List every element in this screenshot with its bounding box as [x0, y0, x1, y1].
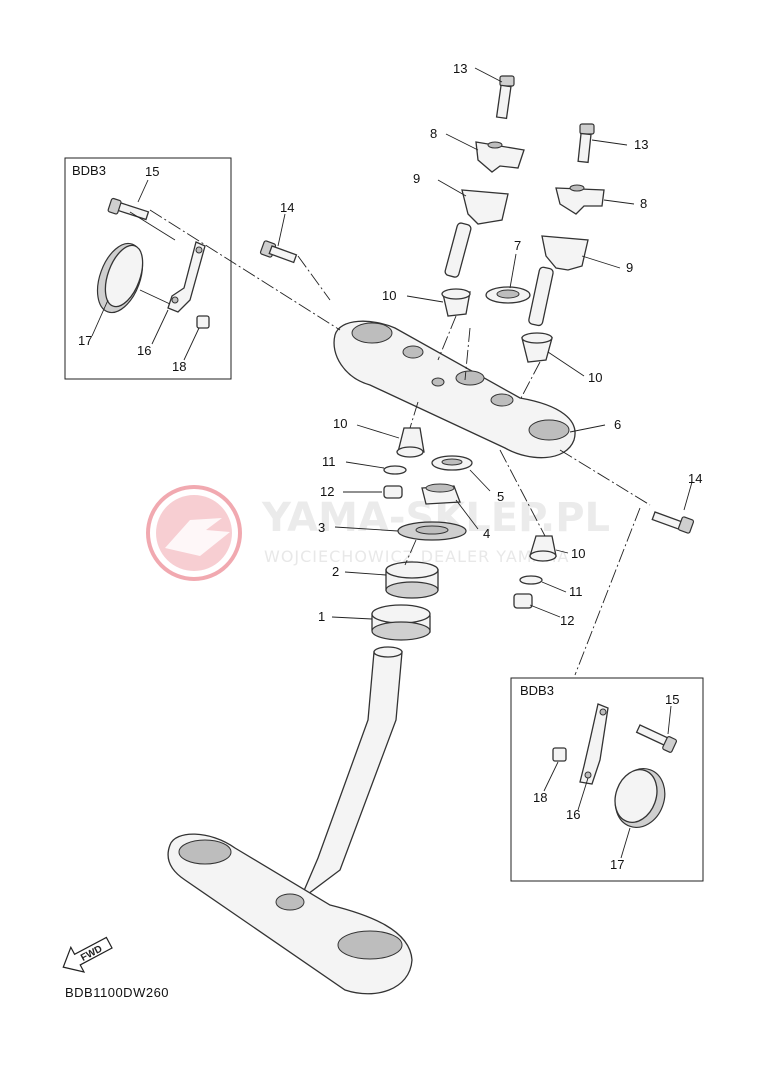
label-3: 3: [318, 520, 325, 535]
label-9: 9: [413, 171, 420, 186]
bolt-13-part: [577, 123, 595, 164]
label-17: 17: [78, 333, 92, 348]
washer-7-part: [485, 286, 531, 304]
nut-18-part: [196, 315, 210, 329]
bolt-14-part: [651, 511, 695, 534]
washer-11-part: [383, 465, 407, 475]
inset-box-top-left: BDB3: [64, 157, 232, 380]
steering-stem-part: [298, 646, 403, 902]
washer-3-part: [397, 521, 467, 541]
part-labels: 13 8 9 13 8 9 7 10 10 6 10 11 12 5 4 3 1…: [78, 61, 702, 872]
nut-18-part: [552, 747, 567, 762]
label-5: 5: [497, 489, 504, 504]
label-15: 15: [665, 692, 679, 707]
watermark: YAMA-SKLEP.PL WOJCIECHOWICZ DEALER YAMAH…: [146, 485, 610, 581]
label-18: 18: [172, 359, 186, 374]
nut-4-part: [421, 483, 461, 505]
label-11: 11: [322, 454, 336, 469]
label-10: 10: [571, 546, 585, 561]
label-18: 18: [533, 790, 547, 805]
label-14: 14: [280, 200, 294, 215]
inset-box-title: BDB3: [72, 163, 106, 178]
drawing-code: BDB1100DW260: [65, 985, 169, 1000]
handlebar-holder-8-part: [555, 184, 605, 215]
label-2: 2: [332, 564, 339, 579]
bushing-10-part: [441, 288, 471, 317]
cover-plate-17-part: [96, 242, 144, 314]
bolt-14-part: [259, 240, 298, 264]
label-1: 1: [318, 609, 325, 624]
cover-plate-17-part: [614, 768, 666, 828]
handlebar-holder-8-part: [475, 141, 525, 173]
lower-bracket-part: [167, 833, 413, 995]
label-13: 13: [453, 61, 467, 76]
nut-12-part: [383, 485, 403, 499]
bearing-2-part: [385, 561, 439, 599]
label-15: 15: [145, 164, 159, 179]
fwd-arrow-icon: FWD: [62, 936, 113, 973]
label-6: 6: [614, 417, 621, 432]
upper-bracket-6-part: [333, 320, 576, 459]
bushing-10-part: [529, 535, 557, 562]
label-16: 16: [137, 343, 151, 358]
nut-12-part: [513, 593, 533, 609]
bracket-16-part: [579, 703, 609, 785]
handlebar-holder-9-part: [444, 189, 509, 278]
washer-5-part: [431, 455, 473, 471]
bracket-16-part: [167, 241, 206, 313]
label-13: 13: [634, 137, 648, 152]
fwd-label: FWD: [79, 944, 104, 964]
label-8: 8: [640, 196, 647, 211]
label-12: 12: [320, 484, 334, 499]
label-10: 10: [333, 416, 347, 431]
label-11: 11: [569, 584, 583, 599]
label-14: 14: [688, 471, 702, 486]
label-4: 4: [483, 526, 490, 541]
label-17: 17: [610, 857, 624, 872]
bolt-15-part: [635, 724, 678, 753]
label-8: 8: [430, 126, 437, 141]
bolt-15-part: [107, 197, 150, 221]
label-10: 10: [382, 288, 396, 303]
leader-lines: [91, 67, 693, 859]
bushing-10-part: [521, 332, 553, 363]
washer-11-part: [519, 575, 543, 585]
label-16: 16: [566, 807, 580, 822]
label-7: 7: [514, 238, 521, 253]
label-12: 12: [560, 613, 574, 628]
handlebar-holder-9-part: [528, 235, 589, 327]
watermark-logo-icon: [146, 485, 242, 581]
label-9: 9: [626, 260, 633, 275]
inset-box-bottom-right: BDB3: [510, 677, 704, 882]
label-10: 10: [588, 370, 602, 385]
inset-box-title: BDB3: [520, 683, 554, 698]
bearing-1-part: [371, 604, 431, 641]
bushing-10-part: [396, 427, 425, 458]
bolt-13-part: [495, 75, 515, 120]
watermark-dealer: WOJCIECHOWICZ DEALER YAMAHA: [264, 547, 570, 566]
